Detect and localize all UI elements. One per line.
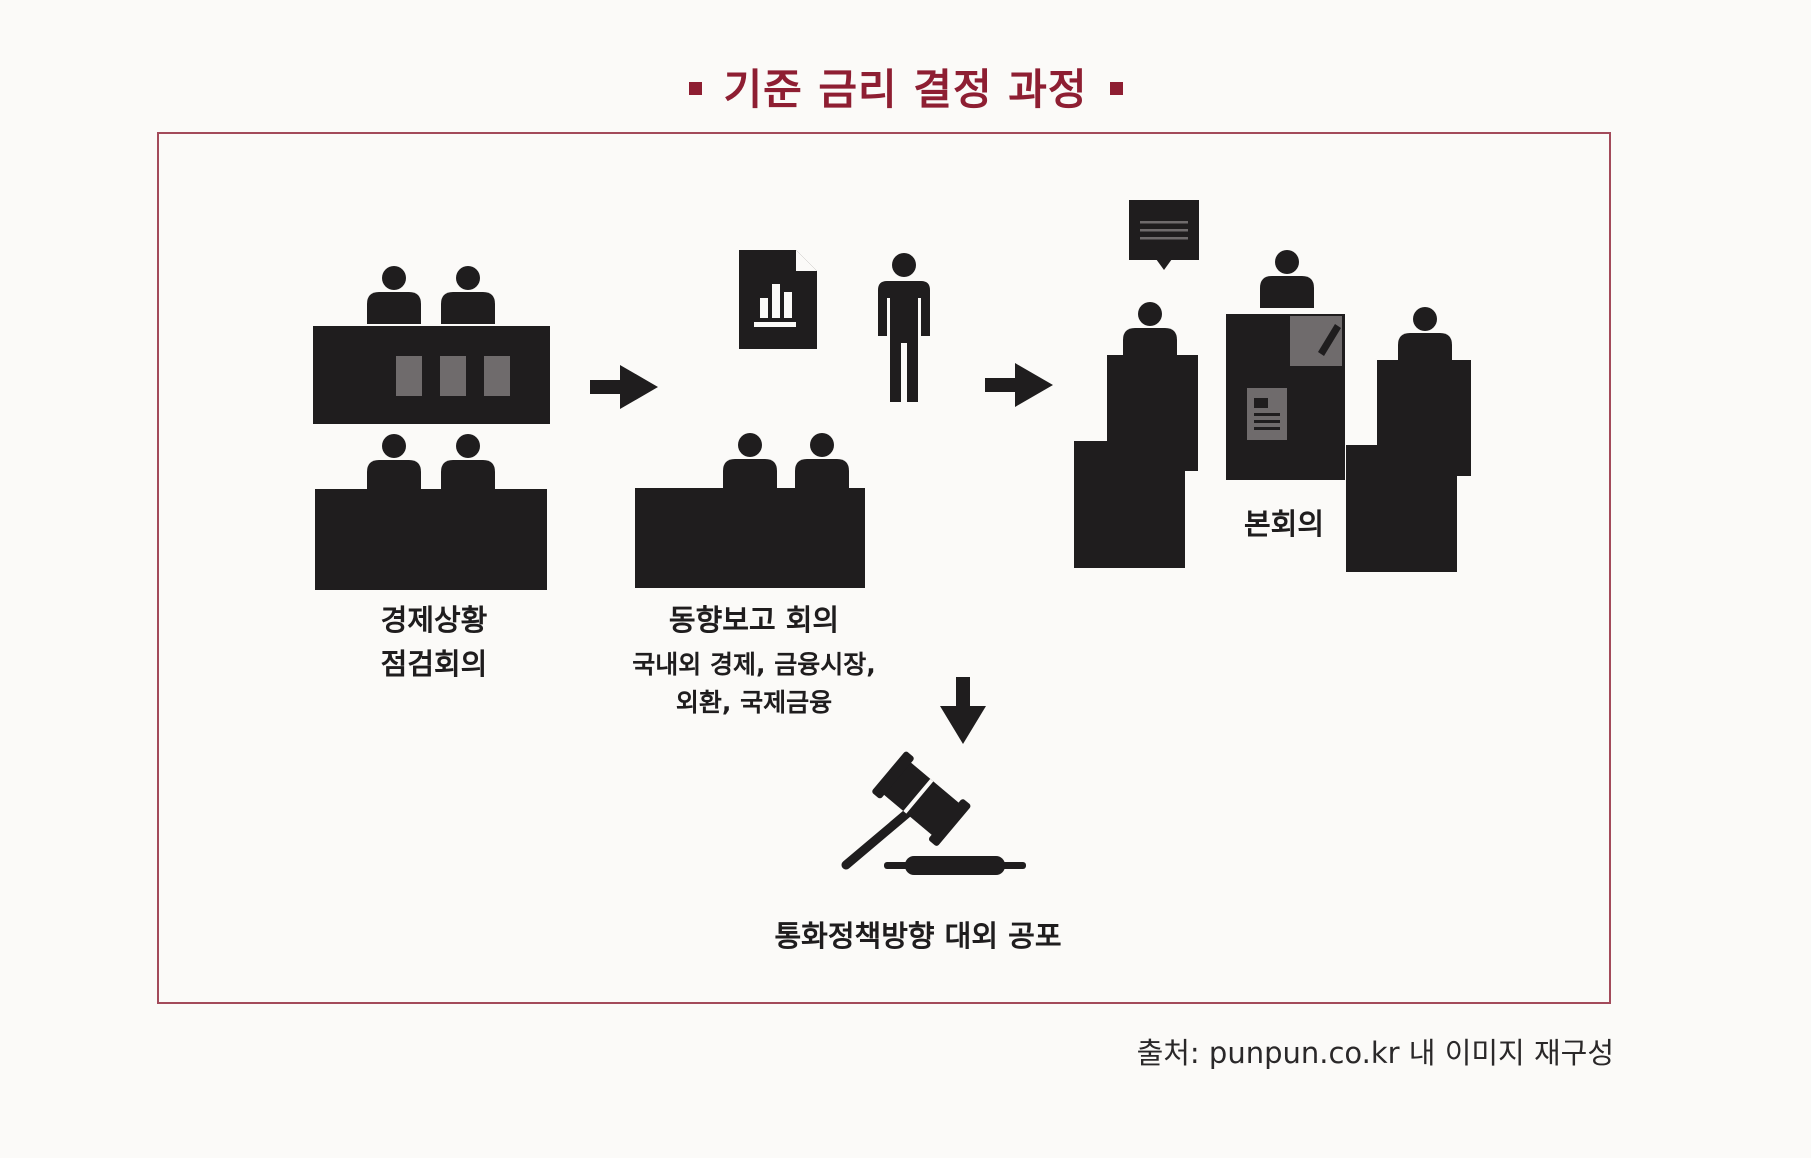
gavel-icon (841, 751, 1026, 875)
stage2-detail-line1: 국내외 경제, 금융시장, (632, 650, 876, 679)
stage1-label: 경제상황 점검회의 (381, 598, 488, 686)
source-credit: 출처: punpun.co.kr 내 이미지 재구성 (1136, 1036, 1614, 1070)
title-bullet-right (1109, 82, 1123, 95)
stage3-meeting-icon (1074, 200, 1471, 572)
stage2-meeting-icon (635, 433, 865, 588)
outcome-label: 통화정책방향 대외 공포 (774, 919, 1062, 953)
diagram-frame (157, 132, 1611, 1004)
stage2-label: 동향보고 회의 (668, 603, 840, 637)
stage1-label-line1: 경제상황 (380, 603, 488, 637)
stage1-label-line2: 점검회의 (380, 647, 488, 681)
stage2-detail: 국내외 경제, 금융시장, 외환, 국제금융 (632, 646, 875, 722)
pen-icon (1290, 316, 1342, 366)
stage1-meeting-icon (313, 266, 550, 590)
title-text: 기준 금리 결정 과정 (723, 65, 1088, 114)
stage3-label: 본회의 (1243, 507, 1325, 541)
speech-bubble-icon (1129, 200, 1199, 270)
chart-document-icon (739, 250, 817, 349)
diagram-title: 기준 금리 결정 과정 (0, 56, 1811, 117)
stage2-detail-line2: 외환, 국제금융 (675, 688, 833, 717)
arrow-right-icon (590, 365, 658, 409)
arrow-down-icon (940, 677, 986, 744)
person-icon (878, 253, 930, 402)
arrow-right-icon (985, 363, 1053, 407)
title-bullet-left (688, 82, 702, 95)
document-icon (1247, 388, 1287, 440)
